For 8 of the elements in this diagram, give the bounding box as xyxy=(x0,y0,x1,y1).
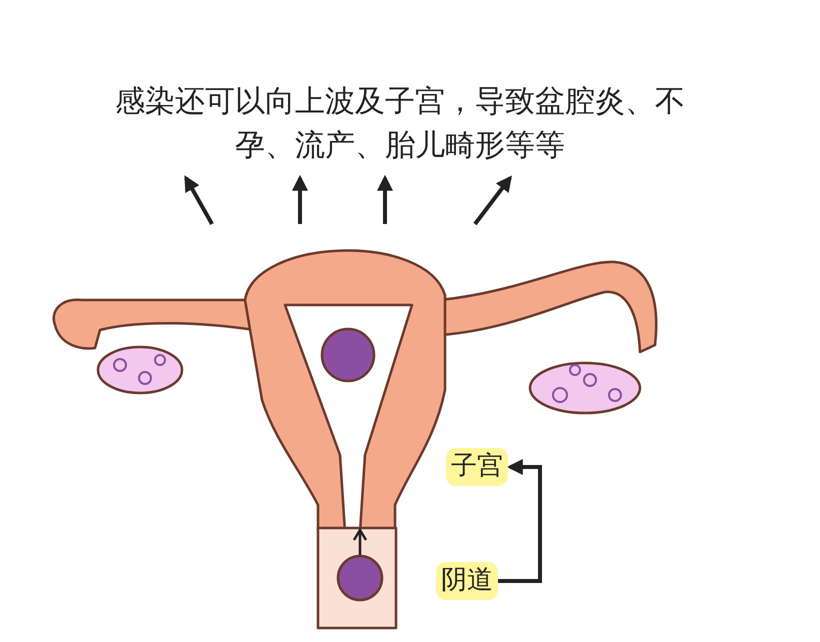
arrow xyxy=(377,174,393,224)
arrow xyxy=(184,175,214,225)
caption-text: 感染还可以向上波及子宫，导致盆腔炎、不孕、流产、胎儿畸形等等 xyxy=(110,80,690,172)
arrow xyxy=(473,175,512,226)
arrow xyxy=(498,459,542,583)
arrow xyxy=(292,174,308,224)
part-label: 子宫 xyxy=(446,448,508,486)
part-label: 阴道 xyxy=(436,562,498,600)
